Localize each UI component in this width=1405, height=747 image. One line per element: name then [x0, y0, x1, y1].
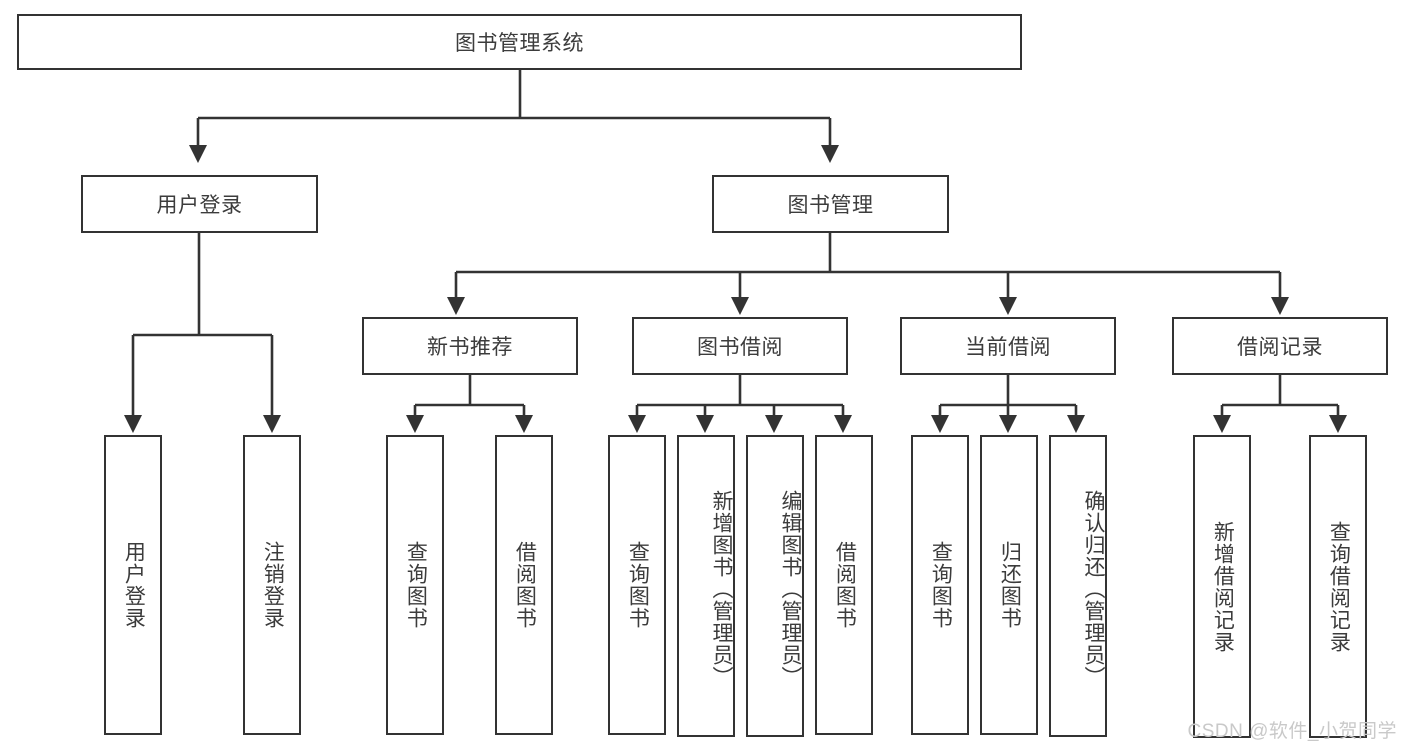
leaf-borrow-edit-book-admin[interactable]: 编辑图书（管理员）	[746, 435, 804, 737]
leaf-borrow-borrow-books[interactable]: 借阅图书	[815, 435, 873, 735]
watermark-credit: CSDN @软件_小贺同学	[1187, 721, 1397, 742]
leaf-current-return-books[interactable]: 归还图书	[980, 435, 1038, 735]
node-borrow-records[interactable]: 借阅记录	[1172, 317, 1388, 375]
node-root-book-management-system[interactable]: 图书管理系统	[17, 14, 1022, 70]
leaf-user-login-login[interactable]: 用户登录	[104, 435, 162, 735]
node-book-management[interactable]: 图书管理	[712, 175, 949, 233]
leaf-new-book-query-books[interactable]: 查询图书	[386, 435, 444, 735]
leaf-borrow-add-book-admin[interactable]: 新增图书（管理员）	[677, 435, 735, 737]
node-new-book-recommendation[interactable]: 新书推荐	[362, 317, 578, 375]
leaf-current-query-books[interactable]: 查询图书	[911, 435, 969, 735]
leaf-new-book-borrow-books[interactable]: 借阅图书	[495, 435, 553, 735]
leaf-borrow-query-books[interactable]: 查询图书	[608, 435, 666, 735]
leaf-record-query-borrow-record[interactable]: 查询借阅记录	[1309, 435, 1367, 738]
node-current-borrowing[interactable]: 当前借阅	[900, 317, 1116, 375]
node-user-login[interactable]: 用户登录	[81, 175, 318, 233]
leaf-user-login-logout[interactable]: 注销登录	[243, 435, 301, 735]
leaf-current-confirm-return-admin[interactable]: 确认归还（管理员）	[1049, 435, 1107, 737]
node-book-borrowing[interactable]: 图书借阅	[632, 317, 848, 375]
leaf-record-add-borrow-record[interactable]: 新增借阅记录	[1193, 435, 1251, 738]
